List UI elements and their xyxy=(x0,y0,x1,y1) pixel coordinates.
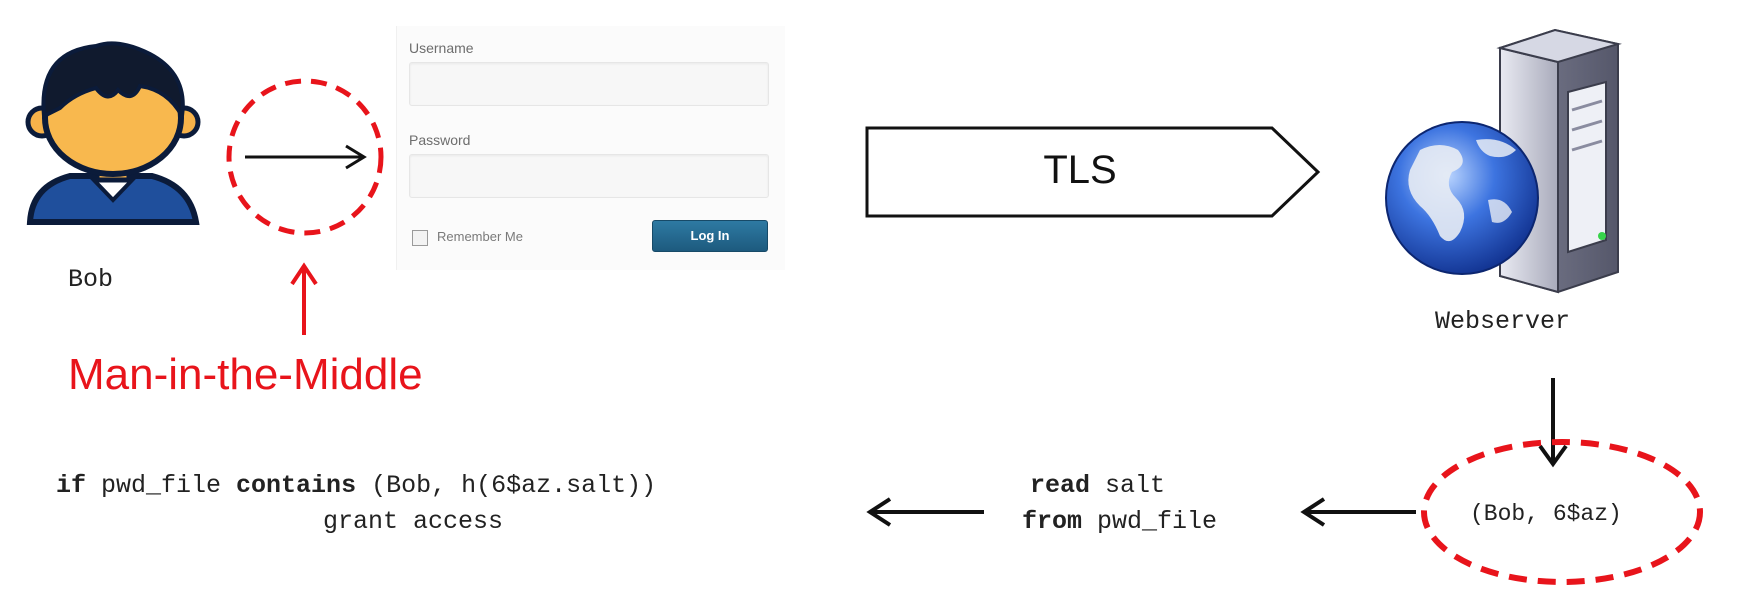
tls-channel-arrow xyxy=(865,126,1321,218)
hashed-tuple-text: (Bob, h(6$az.salt)) xyxy=(356,471,657,500)
server-label: Webserver xyxy=(1435,307,1571,336)
read-to-check-arrow xyxy=(866,497,984,527)
from-keyword: from xyxy=(1022,507,1083,536)
login-button[interactable]: Log In xyxy=(652,220,768,252)
from-step-rest: pwd_file xyxy=(1082,507,1218,536)
mitm-pointer-arrow xyxy=(290,262,318,335)
remember-me-checkbox[interactable] xyxy=(412,230,428,246)
user-name-label: Bob xyxy=(68,265,114,294)
mitm-label: Man-in-the-Middle xyxy=(68,350,423,399)
read-keyword: read xyxy=(1030,471,1091,500)
user-avatar-icon xyxy=(25,41,201,225)
stored-record-highlight xyxy=(1421,439,1703,585)
password-input[interactable] xyxy=(409,154,769,198)
username-input[interactable] xyxy=(409,62,769,106)
server-icon xyxy=(1385,28,1622,294)
password-label: Password xyxy=(409,132,471,148)
stored-record-text: (Bob, 6$az) xyxy=(1470,501,1622,527)
if-keyword: if xyxy=(56,471,87,500)
server-down-arrow xyxy=(1538,378,1568,468)
record-to-read-arrow xyxy=(1300,497,1416,527)
remember-me-label: Remember Me xyxy=(437,229,523,244)
read-step-line-1: read salt xyxy=(1030,471,1165,500)
read-step-line-2: from pwd_file xyxy=(1022,507,1217,536)
username-label: Username xyxy=(409,40,474,56)
check-step-line-1: if pwd_file contains (Bob, h(6$az.salt)) xyxy=(56,471,656,500)
mitm-circle xyxy=(226,78,384,236)
check-step-line-2: grant access xyxy=(323,507,504,536)
mitm-intercept-arrow xyxy=(245,144,367,170)
tls-label: TLS xyxy=(1043,148,1117,192)
contains-keyword: contains xyxy=(236,471,357,500)
login-form: Username Password Remember Me Log In xyxy=(396,26,785,270)
read-step-rest: salt xyxy=(1090,471,1166,500)
pwd-file-text: pwd_file xyxy=(86,471,237,500)
